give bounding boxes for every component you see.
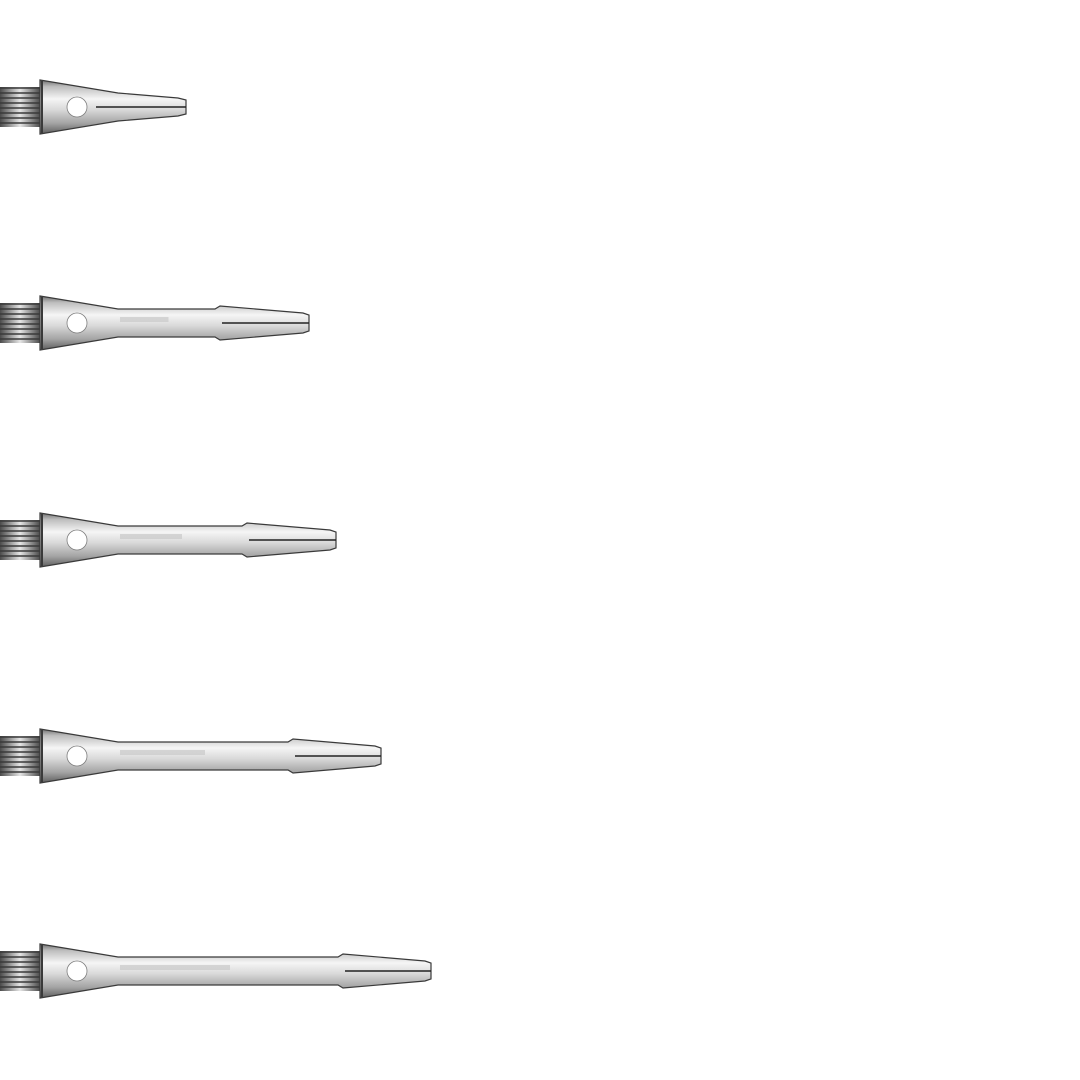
collar-hole: [66, 529, 88, 551]
shaft-medium: [0, 728, 382, 784]
shaft-thread: [0, 951, 40, 991]
shaft-extra-short: [0, 79, 187, 135]
collar-hole: [66, 96, 88, 118]
shaft-thread: [0, 87, 40, 127]
shafts-layer: [0, 79, 432, 999]
shaft-thread: [0, 303, 40, 343]
shaft-body: [39, 943, 432, 999]
shaft-thread: [0, 736, 40, 776]
collar-hole: [66, 312, 88, 334]
collar-hole: [66, 745, 88, 767]
shaft-thread: [0, 520, 40, 560]
shaft-short: [0, 295, 310, 351]
shaft-body: [39, 295, 310, 351]
shaft-body: [39, 728, 382, 784]
shaft-body: [39, 512, 337, 568]
shaft-intermediate: [0, 512, 337, 568]
shaft-long: [0, 943, 432, 999]
collar-hole: [66, 960, 88, 982]
